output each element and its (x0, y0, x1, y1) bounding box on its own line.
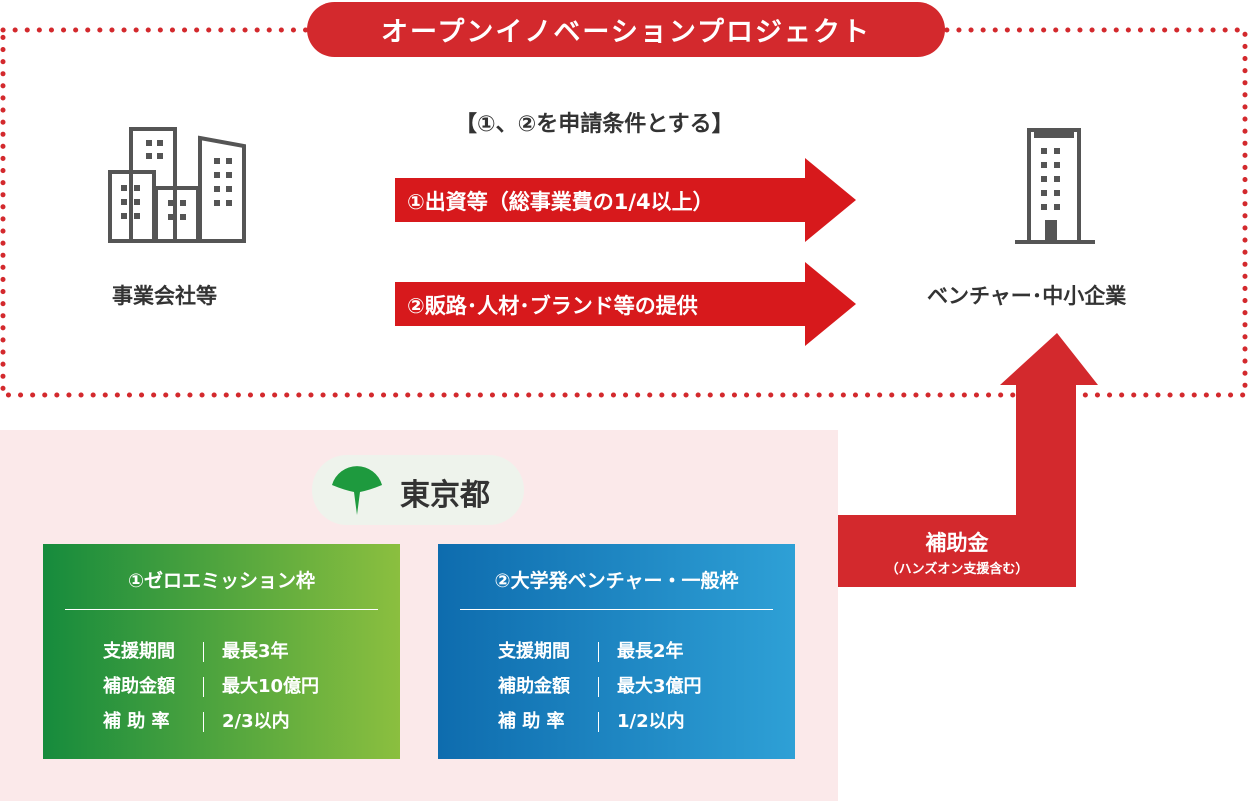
company-label: 事業会社等 (112, 284, 217, 308)
arrow-investment-label: ①出資等（総事業費の1/4以上） (407, 190, 714, 214)
venture-label: ベンチャー･中小企業 (927, 284, 1127, 308)
project-dotted-frame (0, 27, 1248, 398)
row-key: 補 助 率 (498, 711, 565, 732)
zero-emission-box: ①ゼロエミッション枠 支援期間 最長3年 補助金額 最大10億円 補 助 率 2/3以… (43, 544, 400, 759)
arrow-investment (395, 158, 856, 242)
subsidy-note: （ハンズオン支援含む） (885, 562, 1029, 577)
box-title: ②大学発ベンチャー・一般枠 (494, 570, 739, 592)
row-value: 2/3以内 (222, 711, 290, 732)
project-title: オープンイノベーションプロジェクト (307, 2, 945, 57)
row-value: 最長2年 (617, 641, 684, 662)
office-building-icon (1015, 128, 1095, 244)
box-title: ①ゼロエミッション枠 (127, 570, 316, 592)
arrow-resources (395, 262, 856, 346)
divider (65, 609, 378, 610)
row-value: 1/2以内 (617, 711, 685, 732)
row-value: 最長3年 (222, 641, 289, 662)
row-key: 補助金額 (103, 676, 175, 697)
row-key: 支援期間 (103, 641, 175, 662)
arrow-resources-label: ②販路･人材･ブランド等の提供 (407, 294, 698, 318)
row-key: 補助金額 (498, 676, 570, 697)
divider (460, 609, 773, 610)
row-key: 支援期間 (498, 641, 570, 662)
condition-label: 【①、②を申請条件とする】 (455, 112, 734, 137)
tokyo-label: 東京都 (400, 478, 490, 513)
subsidy-arrow (838, 333, 1098, 587)
university-venture-box: ②大学発ベンチャー・一般枠 支援期間 最長2年 補助金額 最大3億円 補 助 率 1/… (438, 544, 795, 759)
subsidy-label: 補助金 (925, 531, 989, 555)
row-value: 最大3億円 (617, 676, 702, 697)
row-key: 補 助 率 (103, 711, 170, 732)
row-value: 最大10億円 (222, 676, 320, 697)
buildings-icon (108, 127, 246, 243)
tokyo-ginkgo-logo (332, 466, 382, 515)
